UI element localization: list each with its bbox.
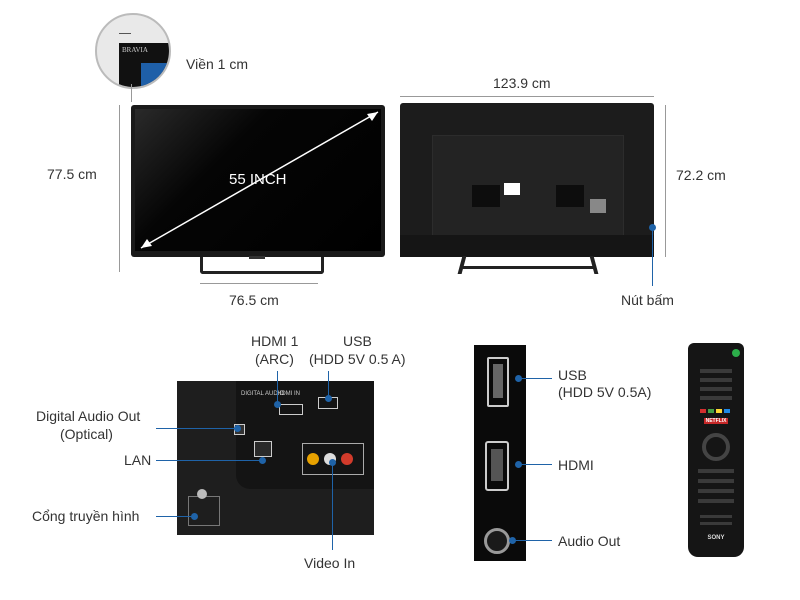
remote-control: NETFLIX SONY — [688, 343, 744, 557]
lan-port — [254, 441, 272, 457]
side-audio-label: Audio Out — [558, 533, 621, 549]
screen-size-label: 55 INCH — [229, 171, 287, 188]
tv-back — [400, 103, 654, 257]
video-in-label: Video In — [304, 555, 356, 571]
side-usb-label-2: (HDD 5V 0.5A) — [558, 384, 652, 400]
bezel-zoom: BRAVIA — [95, 13, 171, 89]
digital-audio-label-2: (Optical) — [60, 426, 113, 442]
usb-label-2: (HDD 5V 0.5 A) — [309, 351, 406, 367]
hdmi-label-2: (ARC) — [255, 351, 294, 367]
button-label: Nút bấm — [621, 292, 674, 308]
back-width-label: 123.9 cm — [493, 75, 551, 91]
remote-brand: SONY — [707, 535, 725, 541]
antenna-label: Cổng truyền hình — [32, 508, 140, 524]
hdmi-port — [279, 404, 303, 415]
lan-label: LAN — [124, 452, 152, 468]
stand-width-label: 76.5 cm — [229, 292, 279, 308]
side-usb-label-1: USB — [558, 367, 587, 383]
side-hdmi-label: HDMI — [558, 457, 594, 473]
side-audio-port — [484, 528, 510, 554]
side-hdmi-port — [485, 441, 509, 491]
tv-stand — [200, 257, 324, 274]
digital-audio-label-1: Digital Audio Out — [36, 408, 141, 424]
front-height-label: 77.5 cm — [47, 166, 97, 182]
netflix-button: NETFLIX — [704, 418, 728, 424]
diagonal-arrow — [140, 111, 379, 249]
usb-label-1: USB — [343, 333, 372, 349]
antenna-port — [188, 496, 220, 526]
bezel-label: Viền 1 cm — [186, 56, 248, 72]
hdmi-label-1: HDMI 1 — [251, 333, 299, 349]
side-usb-port — [487, 357, 509, 407]
back-stand — [460, 258, 596, 269]
bravia-logo: BRAVIA — [122, 46, 148, 54]
back-height-label: 72.2 cm — [676, 167, 726, 183]
